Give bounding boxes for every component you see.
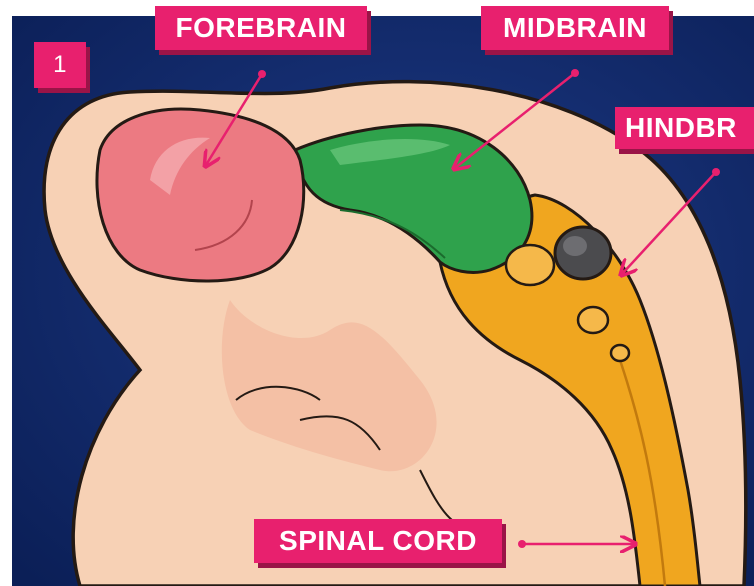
panel-number-badge: 1 — [34, 42, 86, 88]
midbrain-label: MIDBRAIN — [481, 6, 669, 50]
hindbrain-bump-3 — [611, 345, 629, 361]
spinal-cord-label-text: SPINAL CORD — [279, 525, 477, 557]
midbrain-arrow-dot — [571, 69, 579, 77]
hindbrain-bump-2 — [578, 307, 608, 333]
forebrain-label-text: FOREBRAIN — [176, 12, 347, 44]
midbrain-label-text: MIDBRAIN — [503, 12, 647, 44]
panel-number-text: 1 — [53, 51, 67, 79]
forebrain-label: FOREBRAIN — [155, 6, 367, 50]
hindbrain-label: HINDBR — [615, 107, 754, 149]
dark-eye-highlight — [563, 236, 587, 256]
forebrain-arrow-dot — [258, 70, 266, 78]
hindbrain-bump-1 — [506, 245, 554, 285]
spinal-cord-label: SPINAL CORD — [254, 519, 502, 563]
hindbrain-label-text: HINDBR — [625, 112, 737, 144]
forebrain-region — [97, 109, 304, 281]
hindbrain-arrow-dot — [712, 168, 720, 176]
spinal-cord-arrow-dot — [518, 540, 526, 548]
